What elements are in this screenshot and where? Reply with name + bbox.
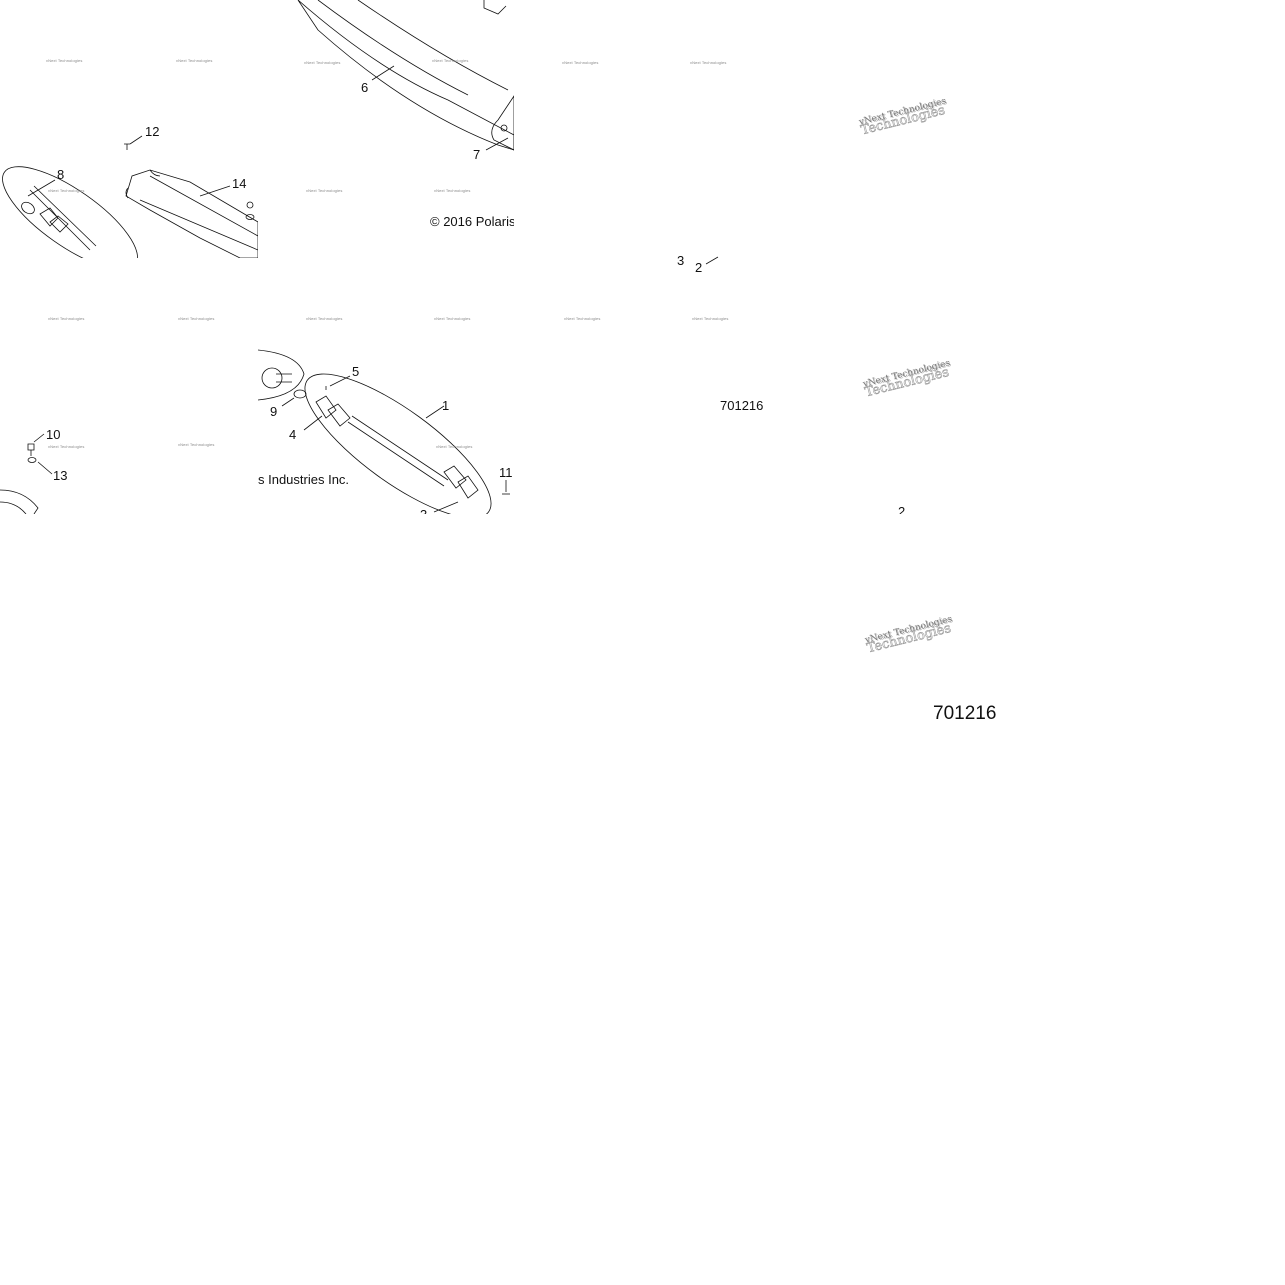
callout-label: 12 (145, 124, 160, 139)
tunnel-cover-rib (317, 0, 509, 96)
leader-6 (371, 65, 395, 81)
watermark-small: vNext Technologies (306, 316, 343, 321)
callout-label: 1 (442, 398, 450, 413)
callout-label: 8 (57, 167, 65, 182)
part-id-label: 701216 (720, 398, 764, 413)
leader-9 (281, 397, 295, 407)
driveshaft-yoke-rear (443, 465, 479, 499)
flange-spline (276, 373, 292, 383)
callout-label: 13 (53, 468, 68, 483)
driveshaft-yoke-front (315, 395, 351, 427)
tile-lower-left-drawing (0, 433, 53, 514)
tunnel-top-bracket (483, 0, 507, 15)
callout-label: 7 (473, 147, 481, 162)
callout-label: 2 (898, 505, 906, 514)
watermark-small: vNext Technologies (48, 188, 85, 193)
leader-10 (33, 433, 45, 443)
fastener-12 (124, 143, 130, 150)
leader-14 (199, 185, 231, 197)
diagram-tile-lower-middle: vNext Technologies vNext Technologies vN… (258, 258, 514, 514)
tunnel-end-7 (491, 95, 514, 151)
watermark-small: vNext Technologies (304, 60, 341, 65)
copyright-note: s Industries Inc. (258, 472, 350, 487)
watermark-small: vNext Technologies (46, 58, 83, 63)
diagram-tile-upper-middle: vNext Technologies vNext Technologies vN… (258, 0, 514, 258)
yoke-ellipse (2, 166, 138, 258)
cover-bolt (246, 201, 254, 209)
driveshaft-tube (347, 415, 449, 487)
bolt-10 (27, 443, 35, 456)
leader-13 (37, 461, 53, 475)
watermark-small: vNext Technologies (48, 316, 85, 321)
cover-rib (139, 175, 258, 251)
watermark-large: vNext Technologies Technologies (858, 96, 950, 138)
yoke-ring (21, 201, 35, 215)
watermark-small: vNext Technologies (176, 58, 213, 63)
watermark-small: vNext Technologies (178, 442, 215, 447)
tunnel-hole (500, 124, 508, 132)
leader-1 (425, 405, 445, 419)
part-id-label-large: 701216 (933, 703, 997, 724)
callout-label: 5 (352, 364, 360, 379)
callout-label: 11 (499, 465, 513, 480)
watermark-small: vNext Technologies (692, 316, 729, 321)
watermark-small: vNext Technologies (178, 316, 215, 321)
diagram-tile-upper-left: vNext Technologies vNext Technologies vN… (0, 0, 258, 258)
callout-label: 3 (677, 253, 685, 268)
leader-8 (27, 179, 56, 197)
watermark-large: vNext Technologies Technologies (862, 358, 954, 400)
watermark-small: vNext Technologies (690, 60, 727, 65)
watermark-small: vNext Technologies (564, 316, 601, 321)
leader-7 (485, 137, 509, 151)
leader-2-drawing (705, 256, 719, 265)
snap-ring-9 (293, 389, 307, 399)
watermark-small: vNext Technologies (306, 188, 343, 193)
watermark-small: vNext Technologies (562, 60, 599, 65)
callout-label: 10 (46, 427, 61, 442)
diagram-region-upper-right: vNext Technologies vNext Technologies vN… (514, 0, 772, 514)
callout-label: 14 (232, 176, 247, 191)
watermark-small: vNext Technologies (436, 444, 473, 449)
driveshaft-ellipse (304, 373, 492, 514)
tunnel-cover-6 (297, 0, 514, 151)
callout-label: 9 (270, 404, 278, 419)
flange-hub (261, 367, 283, 389)
tile-lower-middle-drawing (258, 349, 510, 514)
washer-13 (27, 457, 37, 463)
watermark-small: vNext Technologies (434, 316, 471, 321)
tile-upper-middle-drawing (297, 0, 514, 151)
watermark-small: vNext Technologies (48, 444, 85, 449)
watermark-small: vNext Technologies (432, 58, 469, 63)
callout-label: 4 (289, 427, 297, 442)
callout-label: 3 (420, 508, 427, 514)
cover-fragment (0, 489, 39, 514)
leader-3 (433, 501, 459, 513)
callout-label: 6 (361, 80, 369, 95)
yoke-shaft (29, 185, 97, 251)
leader-12 (129, 135, 143, 145)
callout-label: 2 (695, 260, 703, 275)
tile-upper-left-drawing (2, 135, 258, 258)
diagram-tile-lower-left: vNext Technologies vNext Technologies vN… (0, 258, 258, 514)
cover-flange (125, 169, 161, 199)
watermark-small: vNext Technologies (434, 188, 471, 193)
copyright-note: © 2016 Polaris (430, 214, 514, 229)
leader-4 (303, 415, 323, 431)
flange-housing (258, 349, 305, 401)
watermark-large: vNext Technologies Technologies (864, 614, 956, 656)
yoke-fork (39, 207, 69, 233)
leader-5 (329, 375, 351, 387)
cover-body (125, 169, 258, 258)
